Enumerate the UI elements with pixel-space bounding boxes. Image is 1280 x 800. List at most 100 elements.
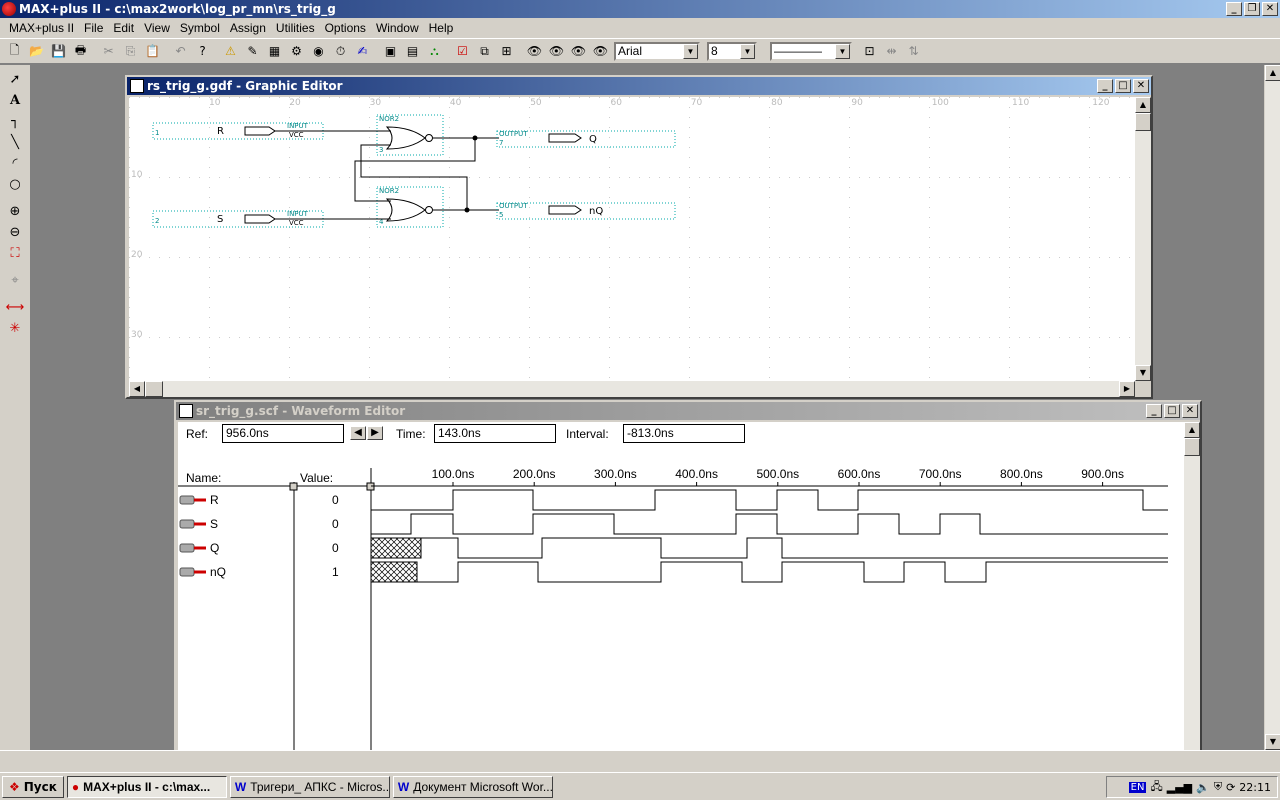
hierarchy-display-icon[interactable]: ⛬ xyxy=(430,43,439,58)
open-folder-icon[interactable]: 📂 xyxy=(29,44,44,58)
maxplus-app-icon[interactable] xyxy=(2,2,16,16)
save-check-icon[interactable]: ☑ xyxy=(457,44,468,58)
menu-edit[interactable]: Edit xyxy=(113,21,135,35)
interval-field[interactable]: -813.0ns xyxy=(623,424,745,443)
disconnect-node-icon[interactable]: ✳ xyxy=(9,321,21,336)
circle-tool-icon[interactable]: ○ xyxy=(9,177,21,192)
arc-tool-icon[interactable]: ◜ xyxy=(12,156,18,171)
gdf-minimize-button[interactable]: _ xyxy=(1097,79,1113,93)
menu-symbol[interactable]: Symbol xyxy=(179,21,220,35)
paste-icon[interactable]: 📋 xyxy=(145,44,160,58)
sync-icon[interactable]: ⟳ xyxy=(1226,780,1236,794)
waveform-editor-title-bar[interactable]: sr_trig_g.scf - Waveform Editor _ □ ✕ xyxy=(176,402,1200,420)
hierarchy-warning-icon[interactable]: ⚠ xyxy=(225,44,236,58)
menu-view[interactable]: View xyxy=(144,21,170,35)
timing-analyzer-icon[interactable]: ⏱ xyxy=(335,43,346,58)
scf-vertical-scrollbar[interactable]: ▲ xyxy=(1184,422,1200,752)
chevron-down-icon[interactable]: ▼ xyxy=(740,43,755,59)
menu-assign[interactable]: Assign xyxy=(229,21,266,35)
hierarchy-up-icon[interactable]: ▣ xyxy=(384,44,397,58)
clock[interactable]: 22:11 xyxy=(1239,780,1271,794)
menu-maxplus[interactable]: MAX+plus II xyxy=(9,21,75,35)
ref-field[interactable]: 956.0ns xyxy=(222,424,344,443)
scf-close-button[interactable]: ✕ xyxy=(1182,404,1198,418)
rotate-icon[interactable]: ⇅ xyxy=(908,44,919,58)
floorplan-icon[interactable]: ▦ xyxy=(268,44,281,58)
scf-document-icon[interactable] xyxy=(179,404,193,418)
zoom-out-icon[interactable]: ⊖ xyxy=(9,225,21,240)
rubberbanding-icon[interactable]: ⌖ xyxy=(11,273,19,288)
nor-gate-1[interactable]: NOR2 3 xyxy=(376,114,444,156)
ref-next-button[interactable]: ▶ xyxy=(367,426,383,440)
menu-options[interactable]: Options xyxy=(324,21,366,35)
time-field[interactable]: 143.0ns xyxy=(434,424,556,443)
find-clique-icon[interactable]: 👁 xyxy=(592,44,609,58)
divider-handle-1[interactable] xyxy=(289,482,298,491)
scf-vscroll-thumb[interactable] xyxy=(1184,438,1200,456)
scf-maximize-button[interactable]: □ xyxy=(1164,404,1180,418)
undo-icon[interactable]: ↶ xyxy=(175,44,186,58)
menu-window[interactable]: Window xyxy=(375,21,419,35)
find-node-icon[interactable]: 👁 xyxy=(570,44,587,58)
copy-icon[interactable]: ⎘ xyxy=(125,43,136,58)
scroll-up-icon[interactable]: ▲ xyxy=(1184,422,1200,438)
gdf-close-button[interactable]: ✕ xyxy=(1133,79,1149,93)
print-icon[interactable]: 🖶 xyxy=(74,42,87,57)
output-pin-nq[interactable]: OUTPUT 5 nQ xyxy=(496,202,676,220)
new-file-icon[interactable]: 🗋 xyxy=(9,42,20,57)
font-size-select[interactable]: 8 ▼ xyxy=(707,41,757,61)
simulator-icon[interactable]: ◉ xyxy=(313,44,324,58)
scf-minimize-button[interactable]: _ xyxy=(1146,404,1162,418)
menu-file[interactable]: File xyxy=(84,21,104,35)
scroll-right-icon[interactable]: ▶ xyxy=(1119,381,1135,397)
gdf-horizontal-scrollbar[interactable]: ◀ ▶ xyxy=(129,381,1135,397)
waveform-editor-window[interactable]: sr_trig_g.scf - Waveform Editor _ □ ✕ Re… xyxy=(174,400,1202,752)
gdf-document-icon[interactable] xyxy=(130,79,144,93)
save-compile-icon[interactable]: ⧉ xyxy=(480,43,489,58)
gdf-vscroll-thumb[interactable] xyxy=(1135,113,1151,131)
gdf-hscroll-thumb[interactable] xyxy=(145,381,163,397)
restore-button[interactable]: ❐ xyxy=(1244,2,1260,16)
gdf-vertical-scrollbar[interactable]: ▲ ▼ xyxy=(1135,97,1151,381)
flip-horizontal-icon[interactable]: ⇹ xyxy=(886,44,897,58)
output-pin-q[interactable]: OUTPUT 7 Q xyxy=(496,130,676,148)
zoom-in-icon[interactable]: ⊕ xyxy=(9,204,21,219)
scroll-left-icon[interactable]: ◀ xyxy=(129,381,145,397)
hierarchy-down-icon[interactable]: ▤ xyxy=(406,44,419,58)
cut-icon[interactable]: ✂ xyxy=(103,44,114,58)
waveform-panel[interactable]: Ref: 956.0ns ◀ ▶ Time: 143.0ns Interval:… xyxy=(178,422,1184,752)
volume-icon[interactable]: 🔈 xyxy=(1196,780,1210,794)
scroll-up-icon[interactable]: ▲ xyxy=(1135,97,1151,113)
compiler-icon[interactable]: ⚙ xyxy=(291,44,302,58)
start-button[interactable]: ❖ Пуск xyxy=(2,775,64,798)
scroll-up-icon[interactable]: ▲ xyxy=(1265,65,1280,81)
scroll-down-icon[interactable]: ▼ xyxy=(1265,734,1280,750)
help-pointer-icon[interactable]: ? xyxy=(199,44,206,58)
selection-arrow-icon[interactable]: ➚ xyxy=(9,72,21,87)
mdi-vertical-scrollbar[interactable]: ▲ ▼ xyxy=(1264,65,1280,750)
language-indicator[interactable]: EN xyxy=(1128,781,1147,793)
text-tool-icon[interactable]: A xyxy=(9,93,21,108)
gdf-maximize-button[interactable]: □ xyxy=(1115,79,1131,93)
input-pin-s[interactable]: 2 S INPUT VCC xyxy=(152,210,324,228)
rubberband-icon[interactable]: ⊡ xyxy=(864,44,875,58)
ref-prev-button[interactable]: ◀ xyxy=(350,426,366,440)
app-title-bar[interactable]: MAX+plus II - c:\max2work\log_pr_mn\rs_t… xyxy=(0,0,1280,18)
scroll-down-icon[interactable]: ▼ xyxy=(1135,365,1151,381)
taskbar-item-maxplus[interactable]: ● MAX+plus II - c:\max... xyxy=(66,775,227,798)
network-icon[interactable]: 🖧 xyxy=(1150,779,1163,793)
edit-symbol-icon[interactable]: ✎ xyxy=(247,44,258,58)
close-button[interactable]: ✕ xyxy=(1262,2,1278,16)
find-eye-icon[interactable]: 👁 xyxy=(526,44,543,58)
programmer-icon[interactable]: ✍ xyxy=(357,44,368,58)
menu-help[interactable]: Help xyxy=(428,21,454,35)
find-next-eye-icon[interactable]: 👁 xyxy=(548,44,565,58)
graphic-editor-title-bar[interactable]: rs_trig_g.gdf - Graphic Editor _ □ ✕ xyxy=(127,77,1151,95)
chevron-down-icon[interactable]: ▼ xyxy=(683,43,698,59)
